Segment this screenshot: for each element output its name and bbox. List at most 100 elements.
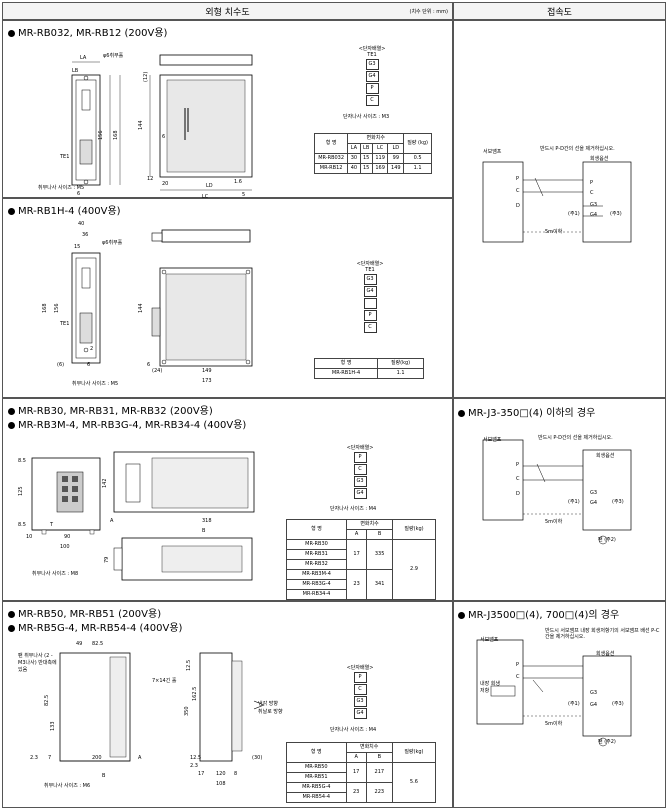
svg-text:8: 8 — [234, 771, 237, 777]
svg-text:LB: LB — [72, 68, 79, 74]
d1-dist: 5m이하 — [545, 229, 563, 235]
connection-diagram-2 — [482, 439, 632, 545]
svg-text:142: 142 — [102, 478, 108, 488]
d3-internal: 내장 회생저항 — [480, 681, 500, 694]
svg-text:168: 168 — [113, 130, 119, 140]
air-note: 냉각 방향 — [258, 701, 278, 707]
svg-text:T: T — [49, 522, 54, 528]
section-2-mount-screw: 취부나사 사이즈 : M5 — [72, 381, 119, 387]
d3-c: C — [516, 674, 520, 680]
svg-text:79: 79 — [104, 557, 110, 563]
svg-text:133: 133 — [50, 721, 56, 731]
svg-text:(30): (30) — [252, 755, 262, 761]
table-row: MR-RB54-4 — [286, 792, 436, 803]
svg-text:144: 144 — [138, 303, 144, 313]
d2-n1: (주1) — [568, 499, 580, 505]
section-3-title2: MR-RB3M-4, MR-RB3G-4, MR-RB34-4 (400V용) — [8, 416, 246, 431]
rb1h-drawing: 40 36 15 φ6취부홀 168 156 TE1 (6) 6 2 144 (… — [42, 221, 253, 384]
svg-text:156: 156 — [98, 130, 104, 140]
d2-dist: 5m이하 — [545, 519, 563, 525]
svg-text:10: 10 — [26, 534, 32, 540]
d1-n1: (주1) — [568, 211, 580, 217]
svg-text:LC: LC — [202, 194, 209, 200]
diagram-cell-1 — [453, 20, 666, 398]
d3-n1: (주1) — [568, 701, 580, 707]
svg-text:6: 6 — [77, 191, 80, 197]
svg-text:8.5: 8.5 — [18, 522, 26, 528]
svg-text:2.3: 2.3 — [30, 755, 38, 761]
svg-text:350: 350 — [184, 706, 190, 716]
air-note2: 취날로 방향 — [258, 709, 283, 715]
section-4-title: MR-RB50, MR-RB51 (200V용) — [8, 605, 161, 620]
svg-text:82.5: 82.5 — [44, 695, 50, 706]
svg-text:318: 318 — [202, 518, 212, 524]
terminal-layout-3: <단자배열> P C G3 G4 — [340, 444, 380, 499]
d3-dist: 5m이하 — [545, 721, 563, 727]
d3-g4: G4 — [590, 702, 598, 708]
d1-c2: C — [590, 190, 594, 196]
section-rb032 — [2, 20, 453, 198]
d2-g3: G3 — [590, 490, 598, 496]
svg-text:49: 49 — [76, 641, 82, 647]
d1-p: P — [516, 176, 520, 182]
svg-text:12.5: 12.5 — [186, 660, 192, 671]
terminal-layout-1: <단자배열> TE1 G3 G4 P C — [352, 45, 392, 106]
svg-text:173: 173 — [202, 378, 212, 384]
svg-text:7: 7 — [48, 755, 51, 761]
diagram-3-title: MR-J3500□(4), 700□(4)의 경우 — [458, 606, 619, 621]
section-4-mount-screw: 취부나사 사이즈 : M6 — [44, 783, 91, 789]
d3-g3: G3 — [590, 690, 598, 696]
svg-text:TE1: TE1 — [59, 321, 69, 327]
d2-servo: 서보앰프 — [483, 437, 502, 443]
section-rb50 — [2, 601, 453, 808]
svg-text:6: 6 — [147, 362, 150, 368]
d1-servo: 서보앰프 — [483, 149, 502, 155]
svg-text:6: 6 — [162, 134, 165, 140]
d2-fan: 팬 (주2) — [598, 537, 616, 543]
svg-text:90: 90 — [64, 534, 70, 540]
terminal-g3: G3 — [365, 59, 379, 70]
svg-text:(24): (24) — [152, 368, 162, 374]
svg-text:B: B — [102, 773, 106, 779]
diagram-cell-3 — [453, 601, 666, 808]
svg-text:144: 144 — [138, 120, 144, 130]
svg-text:1.6: 1.6 — [234, 179, 242, 185]
d2-n3: (주3) — [612, 499, 624, 505]
d2-p: P — [516, 462, 520, 468]
svg-text:108: 108 — [216, 781, 226, 787]
svg-text:2.3: 2.3 — [190, 763, 198, 769]
svg-text:2: 2 — [90, 346, 93, 352]
left-column-header: 외형 치수도 (치수 단위 : mm) — [2, 2, 453, 20]
right-column-header: 접속도 — [453, 2, 666, 20]
svg-text:12.5: 12.5 — [190, 755, 201, 761]
section-4-title2: MR-RB5G-4, MR-RB54-4 (400V용) — [8, 619, 182, 634]
d1-c: C — [516, 188, 520, 194]
terminal-c: C — [365, 95, 379, 106]
rb50-drawing: 49 82.5 82.5 133 2.3 7 200 B A 12.5 350 … — [30, 641, 265, 787]
rb032-drawing: LA LB φ6취부홀 156 168 TE1 6 144 (12) 12 20… — [59, 52, 253, 200]
connection-diagram-3 — [476, 639, 632, 747]
svg-text:8.5: 8.5 — [18, 458, 26, 464]
d1-n3: (주3) — [610, 211, 622, 217]
section-rb30 — [2, 398, 453, 601]
d3-regen: 회생옵션 — [596, 651, 615, 657]
svg-text:φ6취부홀: φ6취부홀 — [103, 52, 124, 59]
section-1-title: MR-RB032, MR-RB12 (200V용) — [8, 24, 167, 39]
diagram-cell-2 — [453, 398, 666, 601]
d1-d: D — [516, 203, 520, 209]
svg-text:LA: LA — [80, 55, 87, 61]
svg-text:12: 12 — [147, 176, 153, 182]
svg-text:B: B — [202, 528, 206, 534]
d2-c: C — [516, 476, 520, 482]
section-rb1h — [2, 198, 453, 398]
fan-note: 팬 취부나사 (2 - M3나사) 반대측에 있음 — [18, 653, 57, 673]
